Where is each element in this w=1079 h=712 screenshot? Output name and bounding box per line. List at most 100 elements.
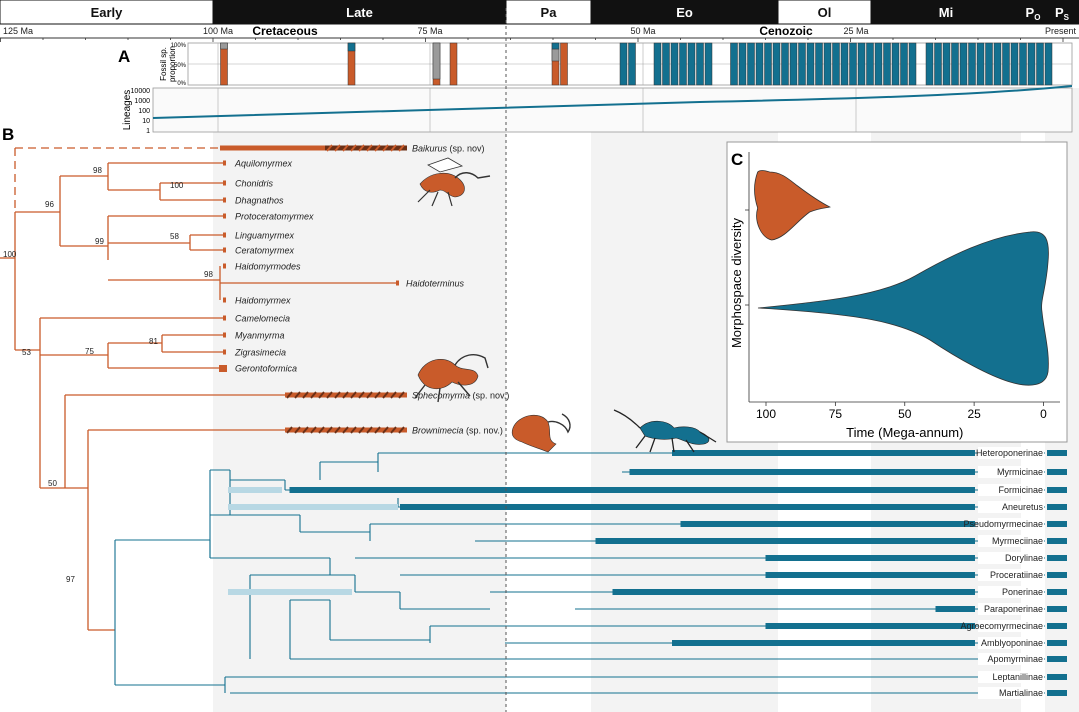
support-value: 81 bbox=[149, 337, 158, 346]
fossil-bar-cretaceous bbox=[220, 42, 228, 86]
time-tick-label: 100 Ma bbox=[203, 26, 233, 36]
taxon-tip-mark bbox=[223, 263, 226, 269]
fossil-bar-cenozoic bbox=[942, 42, 951, 86]
fossil-bar-cenozoic bbox=[806, 42, 815, 86]
fossil-bar-cenozoic bbox=[934, 42, 942, 86]
subfamily-recent-bar bbox=[1047, 469, 1067, 475]
fossil-bar-cenozoic bbox=[823, 42, 832, 86]
hatch-stroke bbox=[342, 426, 349, 434]
subfamily-label: Ponerinae bbox=[1002, 587, 1043, 597]
violin-crown bbox=[757, 231, 1049, 386]
subfamily-label-bg bbox=[978, 484, 1044, 496]
fossil-bar-cenozoic bbox=[653, 42, 662, 86]
fossil-bar-cenozoic bbox=[891, 42, 900, 86]
hatch-stroke bbox=[286, 426, 293, 434]
hatch-stroke bbox=[326, 426, 333, 434]
subfamily-range-bar bbox=[672, 450, 975, 456]
time-tick-label: 25 Ma bbox=[843, 26, 868, 36]
era-label-cretaceous: Cretaceous bbox=[252, 24, 318, 38]
fossil-bar-cenozoic bbox=[687, 42, 696, 86]
subfamily-label: Martialinae bbox=[999, 688, 1043, 698]
hatch-stroke bbox=[302, 426, 309, 434]
period-label: Late bbox=[346, 5, 373, 20]
ant-icon bbox=[639, 420, 710, 445]
fossil-bar-cenozoic bbox=[662, 42, 670, 86]
subfamily-label-bg bbox=[978, 687, 1044, 699]
hatch-stroke bbox=[294, 426, 301, 434]
subfamily-range-bar bbox=[672, 640, 975, 646]
violin-x-tick-label: 100 bbox=[756, 407, 776, 421]
fossil-bar-cenozoic bbox=[874, 42, 883, 86]
subfamily-recent-bar bbox=[1047, 690, 1067, 696]
taxon-label: Sphecomyrma (sp. nov.) bbox=[412, 391, 509, 401]
fossil-bar-cenozoic bbox=[781, 42, 789, 86]
hatch-stroke bbox=[398, 391, 405, 399]
subfamily-label: Leptanillinae bbox=[992, 672, 1043, 682]
fossil-bar-cap bbox=[220, 42, 228, 50]
subfamily-range-bar bbox=[765, 572, 975, 578]
fossil-bar-cenozoic bbox=[738, 42, 747, 86]
fossil-bar-cenozoic bbox=[764, 42, 772, 86]
subfamily-label: Formicinae bbox=[998, 485, 1043, 495]
fossil-bar-cenozoic bbox=[815, 42, 823, 86]
taxon-tip-mark bbox=[223, 332, 226, 338]
taxon-tip-mark bbox=[223, 160, 226, 166]
fossil-bar-cenozoic bbox=[908, 42, 917, 86]
ghost-range bbox=[228, 504, 398, 510]
subfamily-range-bar bbox=[289, 487, 975, 493]
subfamily-label-bg bbox=[978, 620, 1044, 632]
hatch-stroke bbox=[334, 426, 341, 434]
lineage-axis-tick: 10000 bbox=[131, 88, 151, 95]
ant-icon bbox=[613, 409, 717, 453]
subfamily-label-bg bbox=[978, 552, 1044, 564]
subfamily-recent-bar bbox=[1047, 656, 1067, 662]
period-box bbox=[1044, 0, 1079, 25]
support-value: 96 bbox=[45, 200, 54, 209]
fossil-bar-cenozoic bbox=[1010, 42, 1019, 86]
subfamily-recent-bar bbox=[1047, 504, 1067, 510]
fossil-bar-cenozoic bbox=[951, 42, 959, 86]
fossil-bar-cenozoic bbox=[900, 42, 908, 86]
fossil-bar-cenozoic bbox=[1044, 42, 1053, 86]
hatch-stroke bbox=[374, 426, 381, 434]
subfamily-label-bg bbox=[978, 671, 1044, 683]
taxon-label: Camelomecia bbox=[235, 314, 290, 324]
period-box bbox=[590, 0, 779, 25]
fossil-bar-cenozoic bbox=[755, 42, 764, 86]
fossil-bar-cenozoic bbox=[849, 42, 857, 86]
subfamily-label: Dorylinae bbox=[1005, 553, 1043, 563]
lineage-axis-tick: 10 bbox=[142, 118, 150, 125]
panel-c-label: C bbox=[731, 150, 743, 169]
fossil-bar-cenozoic bbox=[789, 42, 798, 86]
support-value: 99 bbox=[95, 237, 104, 246]
fossil-bar-cenozoic bbox=[1036, 42, 1044, 86]
hatch-stroke bbox=[350, 144, 357, 152]
support-value: 58 bbox=[170, 232, 179, 241]
fossil-bar-cap bbox=[347, 42, 356, 52]
fossil-bar-cenozoic bbox=[857, 42, 866, 86]
subfamily-label: Heteroponerinae bbox=[976, 448, 1043, 458]
hatch-stroke bbox=[342, 391, 349, 399]
taxon-label: Dhagnathos bbox=[235, 196, 284, 206]
violin-x-label: Time (Mega-annum) bbox=[846, 425, 963, 440]
subfamily-recent-bar bbox=[1047, 640, 1067, 646]
panel-b-label: B bbox=[2, 125, 14, 144]
taxon-label: Protoceratomyrmex bbox=[235, 212, 314, 222]
hatch-stroke bbox=[310, 391, 317, 399]
taxon-label: Haidomyrmodes bbox=[235, 262, 301, 272]
subfamily-label-bg bbox=[978, 447, 1044, 459]
hatch-stroke bbox=[366, 426, 373, 434]
subfamily-range-bar bbox=[680, 521, 975, 527]
taxon-tip-mark bbox=[223, 315, 226, 321]
fossil-bar-cenozoic bbox=[772, 42, 781, 86]
fossil-bar-cenozoic bbox=[959, 42, 968, 86]
subfamily-label: Amblyoponinae bbox=[981, 638, 1043, 648]
violin-y-label: Morphospace diversity bbox=[729, 217, 744, 348]
subfamily-range-bar bbox=[765, 623, 975, 629]
fossil-axis-title: Fossil sp. bbox=[159, 47, 168, 81]
ant-icon bbox=[547, 413, 571, 434]
violin-x-tick-label: 0 bbox=[1040, 407, 1047, 421]
subfamily-label: Proceratiinae bbox=[990, 570, 1043, 580]
hatch-stroke bbox=[358, 426, 365, 434]
